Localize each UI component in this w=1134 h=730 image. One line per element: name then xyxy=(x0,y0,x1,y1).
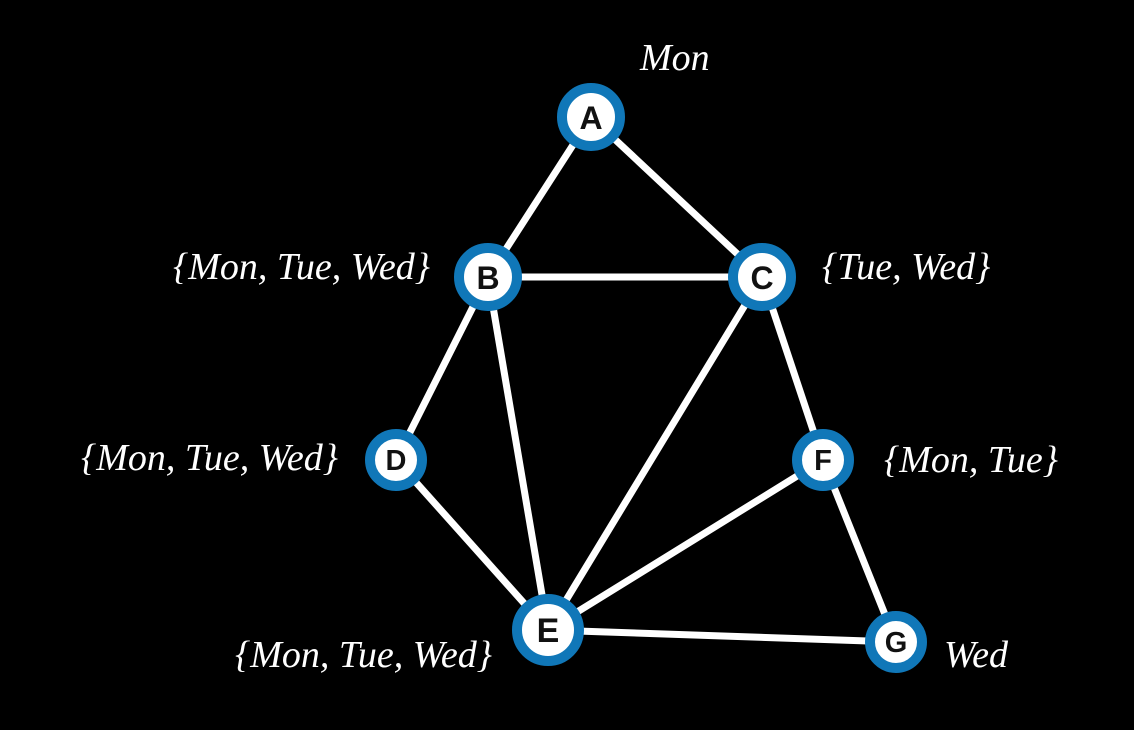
node-letter-e: E xyxy=(537,612,560,650)
domain-label-a: Mon xyxy=(640,37,710,79)
node-g[interactable]: G xyxy=(865,611,927,673)
node-letter-g: G xyxy=(885,627,908,659)
node-letter-f: F xyxy=(814,445,832,477)
edges-group xyxy=(392,113,900,646)
node-circle-d xyxy=(365,429,427,491)
node-b[interactable]: B xyxy=(454,243,522,311)
node-d[interactable]: D xyxy=(365,429,427,491)
node-circle-e xyxy=(512,594,584,666)
node-a[interactable]: A xyxy=(557,83,625,151)
edge-b-e xyxy=(484,273,552,634)
node-letter-d: D xyxy=(386,445,407,477)
node-f[interactable]: F xyxy=(792,429,854,491)
edge-a-c xyxy=(587,113,766,281)
node-e[interactable]: E xyxy=(512,594,584,666)
node-circle-c xyxy=(728,243,796,311)
node-c[interactable]: C xyxy=(728,243,796,311)
domain-label-e: {Mon, Tue, Wed} xyxy=(235,634,492,676)
edge-c-e xyxy=(544,273,766,634)
edge-f-g xyxy=(819,456,900,646)
domain-label-b: {Mon, Tue, Wed} xyxy=(173,246,430,288)
node-letter-c: C xyxy=(750,260,773,296)
edge-d-e xyxy=(392,456,552,634)
node-circle-b xyxy=(454,243,522,311)
edge-b-d xyxy=(392,273,492,464)
node-circle-g xyxy=(865,611,927,673)
nodes-group: A B C D E F G xyxy=(365,83,927,673)
domain-label-g: Wed xyxy=(944,634,1009,676)
domain-label-c: {Tue, Wed} xyxy=(822,246,991,288)
node-circle-a xyxy=(557,83,625,151)
edge-e-g xyxy=(544,626,900,646)
node-letter-a: A xyxy=(579,100,602,136)
node-letter-b: B xyxy=(476,260,499,296)
domain-label-f: {Mon, Tue} xyxy=(884,439,1058,481)
node-circle-f xyxy=(792,429,854,491)
edge-e-f xyxy=(544,456,827,634)
domain-label-d: {Mon, Tue, Wed} xyxy=(81,437,338,479)
